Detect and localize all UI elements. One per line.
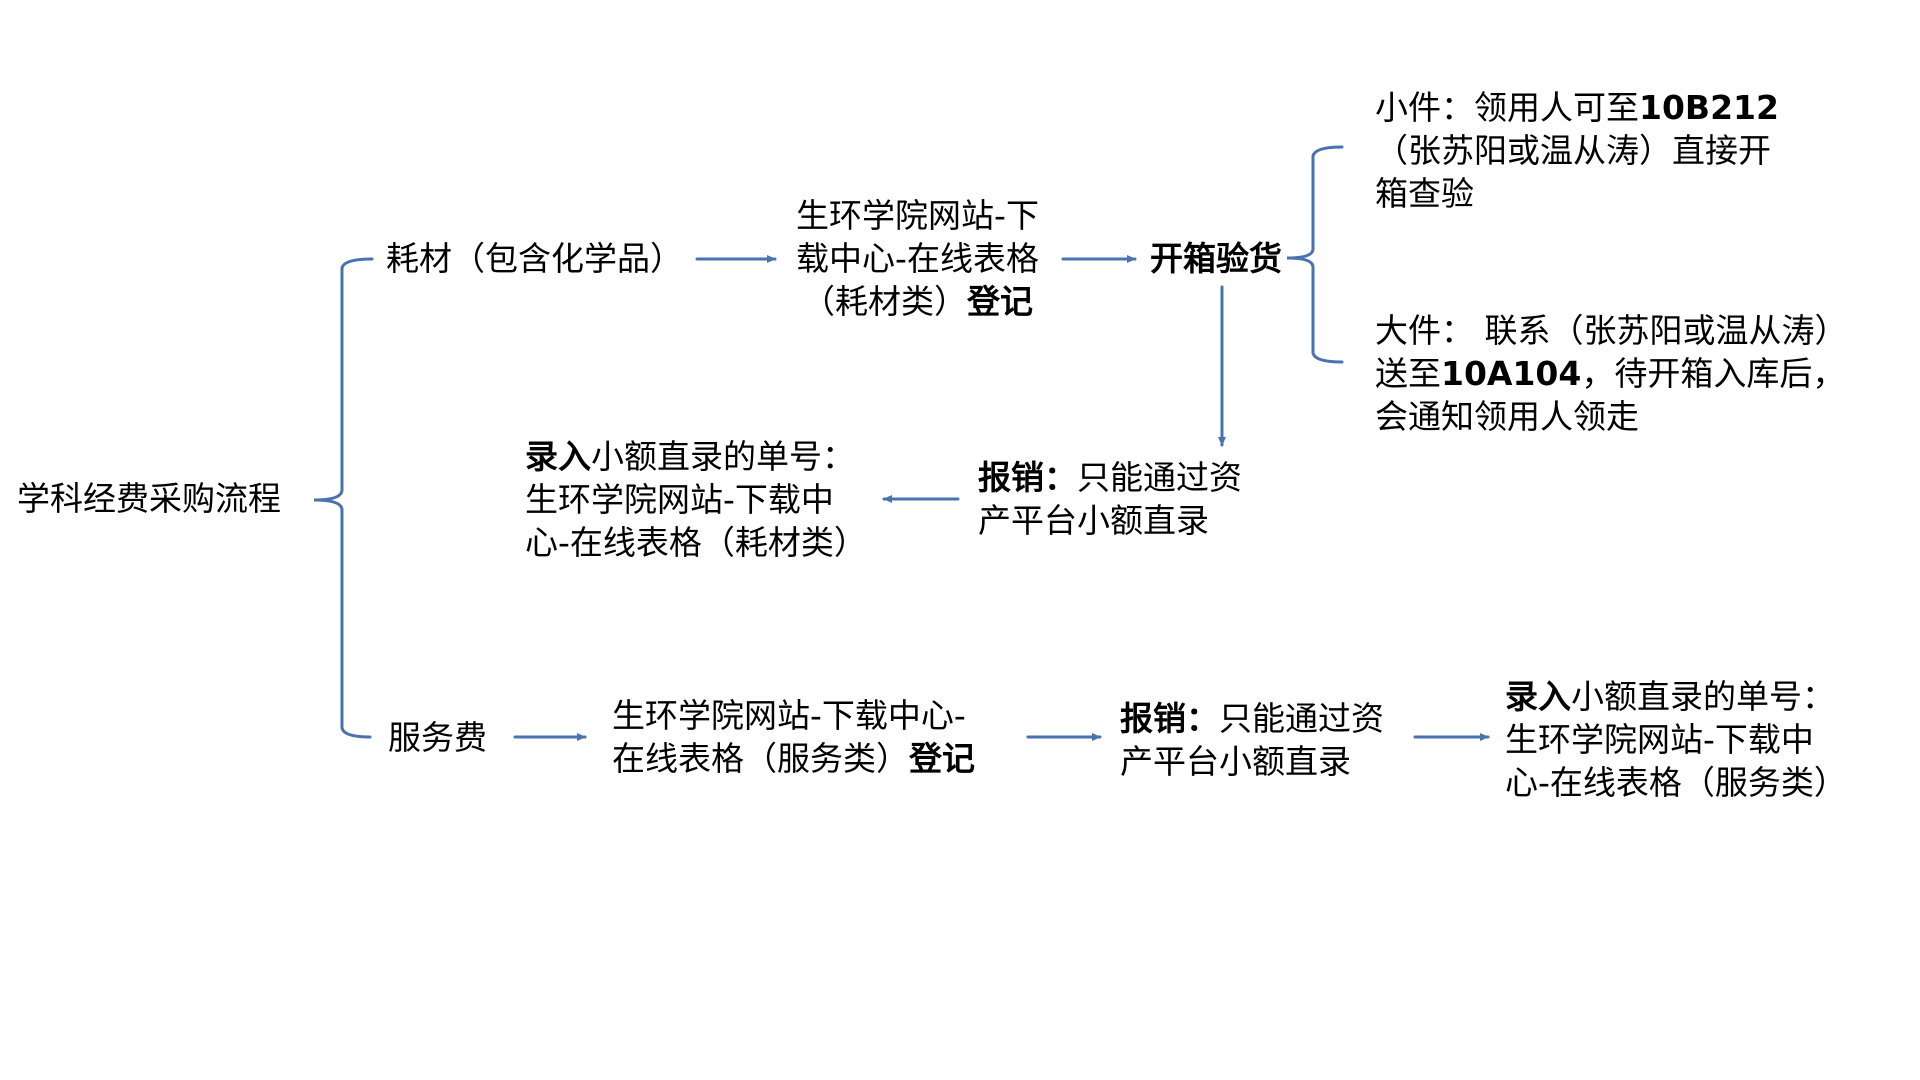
register-line: 载中心-在线表格 bbox=[796, 239, 1039, 278]
small-item-line: （张苏阳或温从涛）直接开 bbox=[1375, 131, 1771, 170]
record-line: 心-在线表格（耗材类） bbox=[525, 523, 867, 562]
service-record-line: 小额直录的单号： bbox=[1571, 677, 1835, 716]
consumables-register: 生环学院网站-下 载中心-在线表格 （耗材类）登记 bbox=[780, 194, 1055, 323]
inspect-bracket bbox=[1286, 145, 1344, 364]
register-line: （耗材类） bbox=[802, 282, 967, 321]
service-record-line: 生环学院网站-下载中 bbox=[1505, 720, 1814, 759]
large-item-line: ，待开箱入库后， bbox=[1581, 354, 1846, 393]
small-item-room: 10B212 bbox=[1639, 88, 1779, 127]
services-label-text: 服务费 bbox=[388, 718, 487, 757]
small-item-line: 小件：领用人可至 bbox=[1375, 88, 1639, 127]
root-bracket bbox=[313, 257, 374, 739]
reimburse-line: 产平台小额直录 bbox=[978, 501, 1209, 540]
service-record-bold: 录入 bbox=[1505, 677, 1571, 716]
services-register: 生环学院网站-下载中心- 在线表格（服务类）登记 bbox=[612, 694, 975, 780]
services-record: 录入小额直录的单号： 生环学院网站-下载中 心-在线表格（服务类） bbox=[1505, 675, 1847, 804]
root-title: 学科经费采购流程 bbox=[17, 477, 281, 520]
large-item-line: 送至 bbox=[1375, 354, 1441, 393]
register-bold: 登记 bbox=[967, 282, 1033, 321]
root-title-text: 学科经费采购流程 bbox=[17, 479, 281, 518]
service-register-line: 在线表格（服务类） bbox=[612, 739, 909, 778]
inspect-text: 开箱验货 bbox=[1150, 239, 1282, 278]
service-register-bold: 登记 bbox=[909, 739, 975, 778]
consumables-record: 录入小额直录的单号： 生环学院网站-下载中 心-在线表格（耗材类） bbox=[525, 435, 867, 564]
services-reimburse: 报销：只能通过资 产平台小额直录 bbox=[1120, 697, 1384, 783]
service-reimburse-bold: 报销： bbox=[1120, 699, 1219, 738]
record-line: 生环学院网站-下载中 bbox=[525, 480, 834, 519]
consumables-reimburse: 报销：只能通过资 产平台小额直录 bbox=[978, 456, 1242, 542]
large-item-room: 10A104 bbox=[1441, 354, 1582, 393]
large-item-node: 大件： 联系（张苏阳或温从涛） 送至10A104，待开箱入库后， 会通知领用人领… bbox=[1375, 309, 1848, 438]
reimburse-line: 只能通过资 bbox=[1077, 458, 1242, 497]
record-line: 小额直录的单号： bbox=[591, 437, 855, 476]
large-item-line: 会通知领用人领走 bbox=[1375, 397, 1639, 436]
small-item-node: 小件：领用人可至10B212 （张苏阳或温从涛）直接开 箱查验 bbox=[1375, 86, 1779, 215]
service-record-line: 心-在线表格（服务类） bbox=[1505, 763, 1847, 802]
service-reimburse-line: 产平台小额直录 bbox=[1120, 742, 1351, 781]
consumables-label: 耗材（包含化学品） bbox=[386, 237, 683, 280]
consumables-label-text: 耗材（包含化学品） bbox=[386, 239, 683, 278]
small-item-line: 箱查验 bbox=[1375, 174, 1474, 213]
record-bold: 录入 bbox=[525, 437, 591, 476]
service-reimburse-line: 只能通过资 bbox=[1219, 699, 1384, 738]
reimburse-bold: 报销： bbox=[978, 458, 1077, 497]
service-register-line: 生环学院网站-下载中心- bbox=[612, 696, 966, 735]
services-label: 服务费 bbox=[388, 716, 487, 759]
register-line: 生环学院网站-下 bbox=[796, 196, 1039, 235]
large-item-line: 大件： 联系（张苏阳或温从涛） bbox=[1375, 311, 1848, 350]
inspect-node: 开箱验货 bbox=[1150, 237, 1282, 280]
